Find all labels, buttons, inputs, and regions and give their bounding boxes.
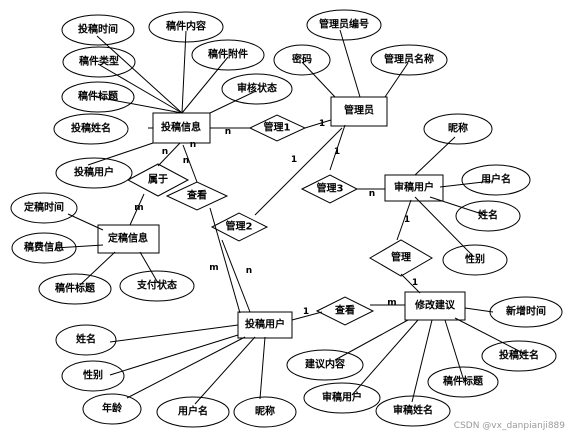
attr-contrib-gender: 性别 <box>82 369 103 382</box>
cardinality-label: 1 <box>319 119 325 129</box>
cardinality-label: 1 <box>412 278 418 288</box>
cardinality-label: n <box>246 266 252 276</box>
attr-pricing-title: 稿件标题 <box>55 282 96 295</box>
attr-payment-status: 支付状态 <box>136 279 177 292</box>
entity-admin: 管理员 <box>344 104 374 117</box>
attr-contrib-nickname: 昵称 <box>255 405 275 418</box>
cardinality-label: 1 <box>404 215 410 225</box>
attr-reviewer-name: 姓名 <box>477 209 498 222</box>
rel-manage1: 管理1 <box>264 121 291 134</box>
cardinality-label: 1 <box>291 155 297 165</box>
watermark: CSDN @vx_danpianji889 <box>454 421 565 431</box>
entity-revision-suggestion: 修改建议 <box>414 299 456 312</box>
entity-contributor-user: 投稿用户 <box>245 318 285 331</box>
attr-reviewer-username: 用户名 <box>480 173 511 186</box>
rel-view-upper: 查看 <box>186 189 207 202</box>
attr-pricing-time: 定稿时间 <box>24 201 64 214</box>
cardinality-label: n <box>369 189 375 199</box>
attr-password: 密码 <box>292 53 312 66</box>
attr-submission-time: 投稿时间 <box>78 23 118 36</box>
cardinality-label: n <box>190 140 196 150</box>
rel-manage: 管理 <box>391 251 411 264</box>
attr-reviewer-nickname: 昵称 <box>448 122 468 135</box>
cardinality-label: n <box>162 147 168 157</box>
attr-fee-info: 稿费信息 <box>24 241 64 254</box>
cardinality-label: m <box>387 298 396 308</box>
entity-pricing-info: 定稿信息 <box>108 232 148 245</box>
attr-new-time: 新增时间 <box>506 305 546 318</box>
attr-manuscript-title: 稿件标题 <box>78 90 119 103</box>
rel-manage3: 管理3 <box>317 182 344 195</box>
attr-suggestion-title: 稿件标题 <box>443 375 484 388</box>
attr-age: 年龄 <box>102 402 123 415</box>
attr-submission-name: 投稿姓名 <box>71 122 111 135</box>
rel-belongs-to: 属于 <box>148 174 168 186</box>
attr-submission-user: 投稿用户 <box>74 166 114 179</box>
attr-contrib-name: 姓名 <box>75 333 96 346</box>
attr-suggestion-content: 建议内容 <box>304 358 345 371</box>
rel-view-lower: 查看 <box>334 304 355 317</box>
attr-admin-id: 管理员编号 <box>319 18 369 31</box>
attr-admin-name: 管理员名称 <box>384 53 434 66</box>
attr-manuscript-content: 稿件内容 <box>166 20 206 33</box>
attr-suggestion-review-user: 审稿用户 <box>322 391 362 404</box>
attr-review-status: 审核状态 <box>237 82 277 95</box>
attr-manuscript-type: 稿件类型 <box>79 55 119 68</box>
cardinality-label: m <box>209 263 218 273</box>
attr-contrib-username: 用户名 <box>177 405 208 418</box>
cardinality-label: n <box>225 127 231 137</box>
attr-reviewer-gender: 性别 <box>464 253 485 266</box>
entity-review-user: 审稿用户 <box>394 181 434 194</box>
cardinality-label: n <box>183 156 189 166</box>
cardinality-label: 1 <box>303 307 309 317</box>
cardinality-label: 1 <box>334 147 340 157</box>
attr-suggestion-submission-name: 投稿姓名 <box>499 349 539 362</box>
cardinality-label: m <box>134 203 143 213</box>
entity-submission-info: 投稿信息 <box>161 121 201 134</box>
attr-manuscript-attachment: 稿件附件 <box>208 48 248 61</box>
rel-manage2: 管理2 <box>226 220 253 233</box>
attr-suggestion-review-name: 审稿姓名 <box>393 404 433 417</box>
